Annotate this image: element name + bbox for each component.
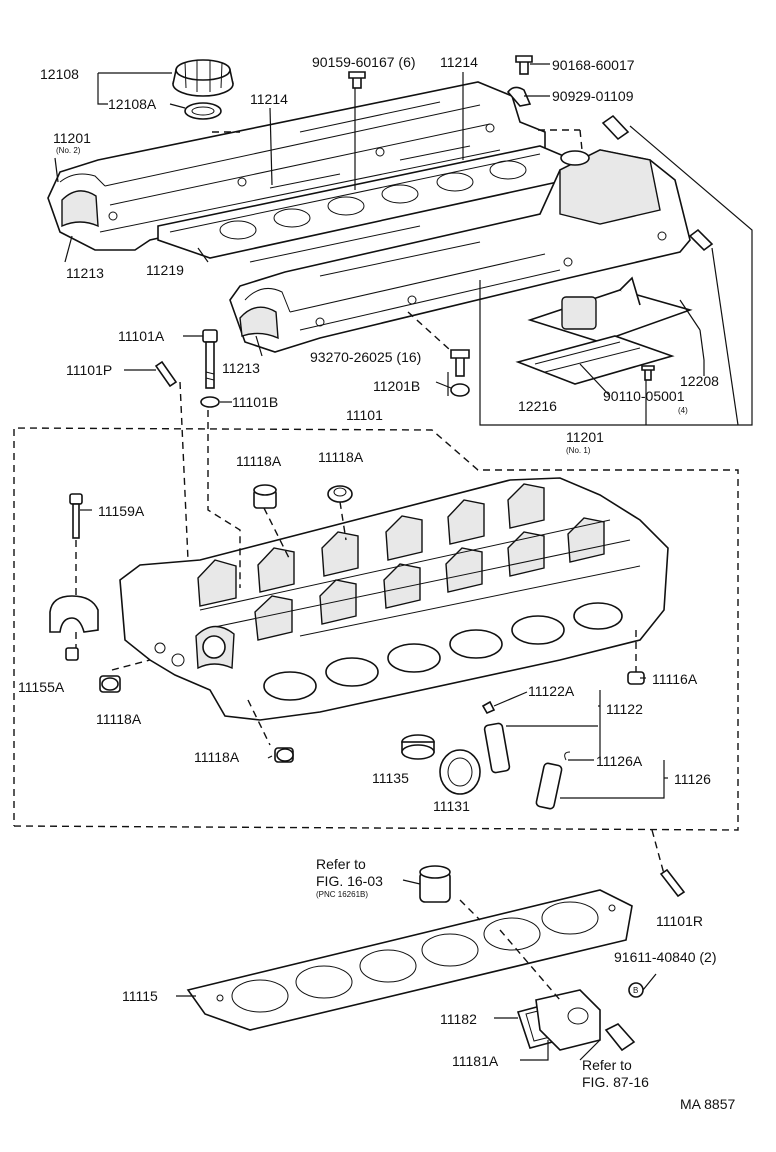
label-11101B: 11101B: [232, 394, 278, 410]
clamp-90929: [506, 86, 532, 107]
cover-bolt-93270: [450, 349, 470, 377]
label-11181A: 11181A: [452, 1053, 499, 1069]
cover-bolt-90168: [515, 55, 533, 75]
water-outlet-housing: [535, 989, 601, 1051]
snap-ring-11122A: [481, 700, 496, 715]
label-11101: 11101: [346, 407, 383, 423]
label-90929-01109: 90929-01109: [552, 88, 634, 104]
stud-11101R: [659, 868, 686, 898]
label-11115: 11115: [122, 988, 158, 1004]
label-11122A: 11122A: [528, 683, 575, 699]
label-11201-no2-sub: (No. 2): [56, 146, 81, 155]
cylinder-head-cover-no2: [47, 81, 546, 251]
valve-stem-seal-11135: [401, 734, 435, 760]
baffle-plate-12216: [515, 335, 675, 385]
plug-11118A-b: [327, 485, 353, 503]
label-11101A: 11101A: [118, 328, 165, 344]
cylinder-head-gasket: [186, 889, 633, 1031]
label-11214-top: 11214: [440, 54, 478, 70]
dashed-guide-lines: [13, 129, 739, 1001]
label-11201-no2: 11201: [53, 130, 91, 146]
plug-11118A-d: [274, 747, 294, 763]
label-12208: 12208: [680, 373, 719, 389]
label-90110-05001: 90110-05001: [603, 388, 685, 404]
label-11135: 11135: [372, 770, 409, 786]
screw-90110: [641, 365, 655, 381]
label-11201B: 11201B: [373, 378, 420, 394]
valve-seat-11131: [439, 749, 481, 795]
label-90159-60167: 90159-60167 (6): [312, 54, 416, 70]
label-11214: 11214: [250, 91, 288, 107]
label-11118A-1: 11118A: [236, 453, 282, 469]
union-fitting: [688, 228, 714, 252]
water-plug-ref-16-03: [419, 865, 451, 903]
leader-lines: [54, 63, 753, 1061]
label-refer-to-2: Refer to: [582, 1057, 632, 1073]
label-11159A: 11159A: [98, 503, 145, 519]
label-11213-left: 11213: [66, 265, 104, 281]
bearing-cap-bolt: [69, 493, 83, 539]
seal-washer-11201B: [450, 383, 470, 397]
label-refer-to-1: Refer to: [316, 856, 366, 872]
label-11116A: 11116A: [652, 671, 698, 687]
label-11126: 11126: [674, 771, 711, 787]
figure-code: MA 8857: [680, 1096, 735, 1112]
label-91611-40840: 91611-40840 (2): [614, 949, 716, 965]
bearing-cap: [49, 595, 99, 633]
label-90110-sub: (4): [678, 406, 688, 415]
label-pnc-16261b: (PNC 16261B): [316, 890, 368, 899]
valve-guide-bushing-11122: [483, 722, 511, 774]
oil-filler-cap: [172, 59, 234, 97]
label-11131: 11131: [433, 798, 470, 814]
label-11122: 11122: [606, 701, 643, 717]
label-11118A-3: 11118A: [96, 711, 142, 727]
label-11201-no1-sub: (No. 1): [566, 446, 591, 455]
label-11101P: 11101P: [66, 362, 112, 378]
part-labels: 12108 12108A 90159-60167 (6) 11214 11214…: [18, 54, 735, 1112]
knock-pin-11155A: [65, 647, 79, 661]
label-11118A-4: 11118A: [194, 749, 240, 765]
label-11182: 11182: [440, 1011, 477, 1027]
bolt-90159: [348, 71, 366, 89]
label-11155A: 11155A: [18, 679, 65, 695]
label-93270-26025: 93270-26025 (16): [310, 349, 421, 365]
cylinder-head-cover-no1: [229, 149, 691, 353]
label-90168-60017: 90168-60017: [552, 57, 635, 73]
plug-11118A-c: [99, 675, 121, 693]
hose-fitting-ref-87-16: [604, 1023, 636, 1052]
label-fig-87-16: FIG. 87-16: [582, 1074, 649, 1090]
valve-guide-bushing-11126: [535, 762, 563, 810]
label-12108: 12108: [40, 66, 79, 82]
snap-ring-11126A: [564, 751, 571, 761]
cam-journals-exhaust: [254, 517, 605, 641]
baffle-plate-12208: [527, 276, 693, 343]
label-11118A-2: 11118A: [318, 449, 364, 465]
pcv-pipe: [601, 114, 630, 141]
stud-11101P: [154, 360, 178, 388]
label-12108A: 12108A: [108, 96, 157, 112]
head-bolt-11101A: [202, 329, 218, 389]
label-11126A: 11126A: [596, 753, 643, 769]
cylinder-head: [119, 477, 669, 721]
label-fig-16-03: FIG. 16-03: [316, 873, 383, 889]
label-b-marker: B: [633, 986, 638, 995]
filler-cap-gasket: [184, 102, 222, 120]
plug-11118A-a: [253, 484, 277, 509]
intake-ports: [263, 602, 623, 701]
cam-journals-intake: [197, 483, 545, 607]
label-11213-mid: 11213: [222, 360, 260, 376]
label-11219: 11219: [146, 262, 184, 278]
label-11201-no1: 11201: [566, 429, 604, 445]
label-11101R: 11101R: [656, 913, 703, 929]
washer-11101B: [200, 396, 220, 408]
label-12216: 12216: [518, 398, 557, 414]
